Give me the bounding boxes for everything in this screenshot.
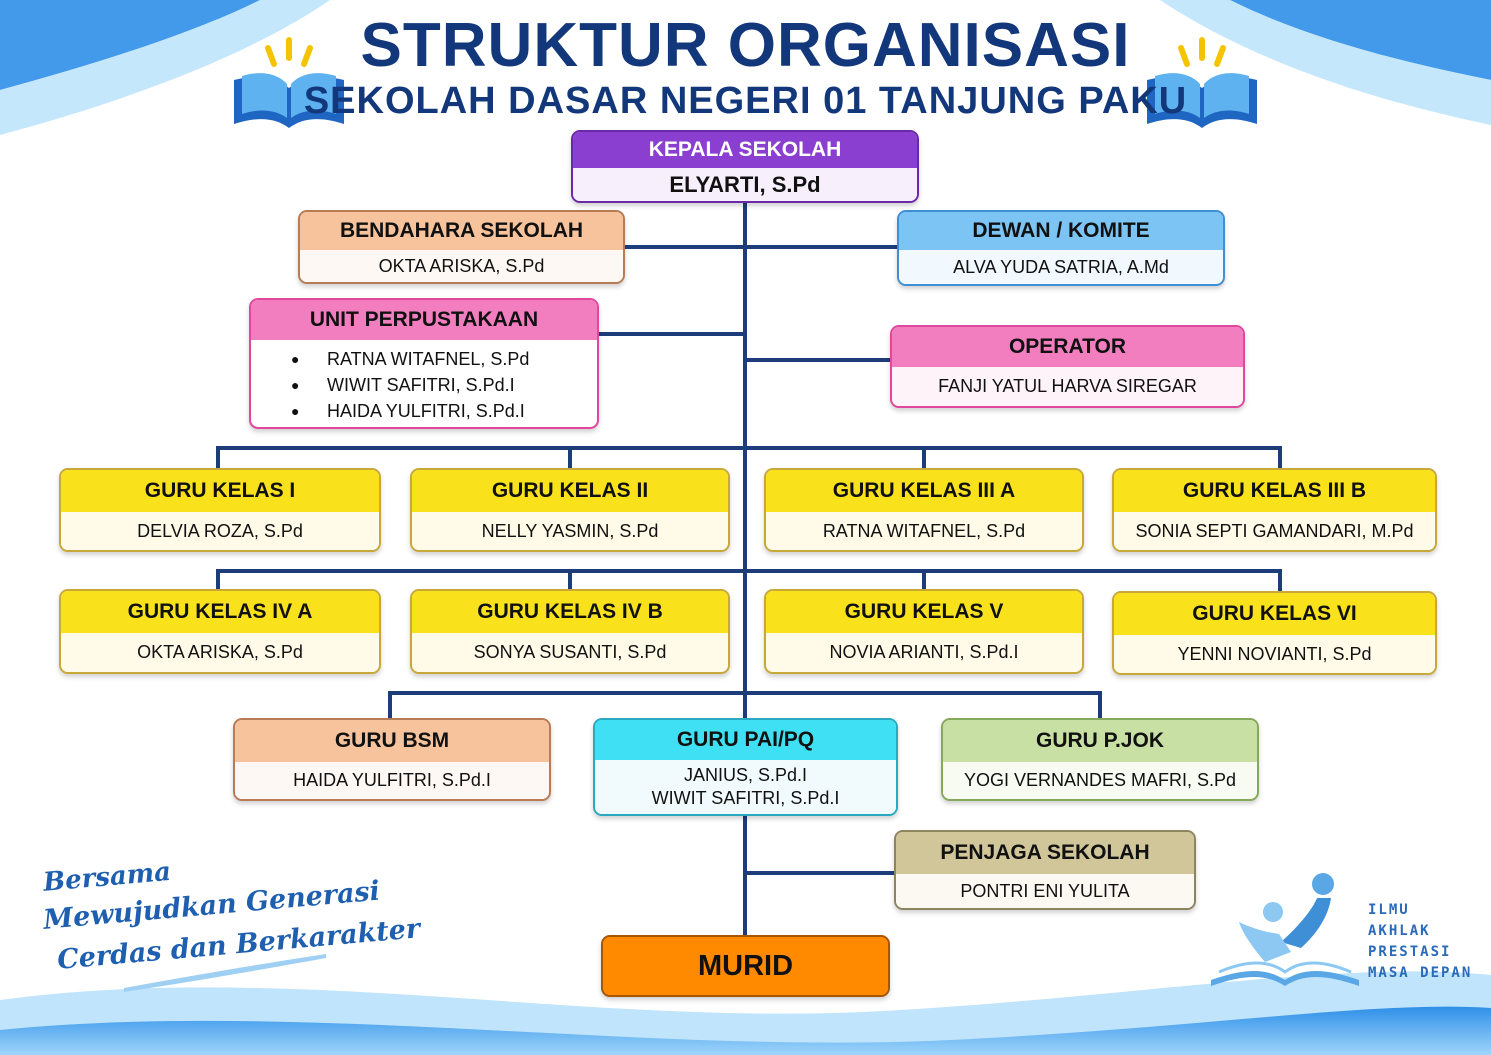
node-guru-kelas-2: GURU KELAS II NELLY YASMIN, S.Pd: [410, 468, 730, 552]
node-guru-kelas-4a: GURU KELAS IV A OKTA ARISKA, S.Pd: [59, 589, 381, 674]
open-book-icon: [1147, 37, 1257, 128]
list-item: WIWIT SAFITRI, S.Pd.I: [291, 372, 597, 398]
node-name: YOGI VERNANDES MAFRI, S.Pd: [943, 762, 1257, 799]
node-title: GURU KELAS IV B: [412, 591, 728, 633]
node-murid: MURID: [601, 935, 890, 997]
node-title: GURU PAI/PQ: [595, 720, 896, 760]
node-title: GURU KELAS V: [766, 591, 1082, 633]
node-name: RATNA WITAFNEL, S.Pd: [766, 512, 1082, 550]
node-name: NOVIA ARIANTI, S.Pd.I: [766, 633, 1082, 672]
node-guru-kelas-3b: GURU KELAS III B SONIA SEPTI GAMANDARI, …: [1112, 468, 1437, 552]
node-bendahara-sekolah: BENDAHARA SEKOLAH OKTA ARISKA, S.Pd: [298, 210, 625, 284]
node-title: GURU BSM: [235, 720, 549, 762]
node-title: KEPALA SEKOLAH: [573, 132, 917, 168]
node-title: DEWAN / KOMITE: [899, 212, 1223, 250]
node-name: JANIUS, S.Pd.I: [683, 765, 808, 785]
node-title: GURU KELAS I: [61, 470, 379, 512]
node-title: PENJAGA SEKOLAH: [896, 832, 1194, 874]
people-on-book-logo: [1211, 873, 1359, 986]
node-name: SONIA SEPTI GAMANDARI, M.Pd: [1114, 512, 1435, 550]
node-name: SONYA SUSANTI, S.Pd: [412, 633, 728, 672]
node-dewan-komite: DEWAN / KOMITE ALVA YUDA SATRIA, A.Md: [897, 210, 1225, 286]
list-item: HAIDA YULFITRI, S.Pd.I: [291, 398, 597, 424]
node-guru-kelas-3a: GURU KELAS III A RATNA WITAFNEL, S.Pd: [764, 468, 1084, 552]
node-guru-kelas-1: GURU KELAS I DELVIA ROZA, S.Pd: [59, 468, 381, 552]
logo-word: AKHLAK: [1368, 923, 1431, 939]
node-names: JANIUS, S.Pd.I WIWIT SAFITRI, S.Pd.I: [595, 760, 896, 814]
node-name: ELYARTI, S.Pd: [573, 168, 917, 201]
logo-word: PRESTASI: [1368, 944, 1452, 960]
node-title: GURU KELAS III A: [766, 470, 1082, 512]
node-name: WIWIT SAFITRI, S.Pd.I: [651, 788, 840, 808]
node-title: UNIT PERPUSTAKAAN: [251, 300, 597, 340]
node-name: DELVIA ROZA, S.Pd: [61, 512, 379, 550]
node-title: GURU KELAS II: [412, 470, 728, 512]
node-title: OPERATOR: [892, 327, 1243, 367]
node-guru-kelas-5: GURU KELAS V NOVIA ARIANTI, S.Pd.I: [764, 589, 1084, 674]
node-title: GURU KELAS III B: [1114, 470, 1435, 512]
node-title: MURID: [603, 937, 888, 995]
node-kepala-sekolah: KEPALA SEKOLAH ELYARTI, S.Pd: [571, 130, 919, 203]
node-name: ALVA YUDA SATRIA, A.Md: [899, 250, 1223, 284]
node-penjaga-sekolah: PENJAGA SEKOLAH PONTRI ENI YULITA: [894, 830, 1196, 910]
page-subtitle: SEKOLAH DASAR NEGERI 01 TANJUNG PAKU: [303, 80, 1188, 122]
node-operator: OPERATOR FANJI YATUL HARVA SIREGAR: [890, 325, 1245, 408]
node-guru-bsm: GURU BSM HAIDA YULFITRI, S.Pd.I: [233, 718, 551, 801]
node-guru-kelas-4b: GURU KELAS IV B SONYA SUSANTI, S.Pd: [410, 589, 730, 674]
node-name: OKTA ARISKA, S.Pd: [61, 633, 379, 672]
node-name: OKTA ARISKA, S.Pd: [300, 250, 623, 282]
node-title: GURU P.JOK: [943, 720, 1257, 762]
node-title: BENDAHARA SEKOLAH: [300, 212, 623, 250]
slogan-underline: [124, 954, 326, 992]
logo-text: ILMU AKHLAK PRESTASI MASA DEPAN: [1368, 900, 1472, 984]
member-list: RATNA WITAFNEL, S.Pd WIWIT SAFITRI, S.Pd…: [251, 340, 597, 424]
node-title: GURU KELAS VI: [1114, 593, 1435, 635]
node-name: YENNI NOVIANTI, S.Pd: [1114, 635, 1435, 673]
node-unit-perpustakaan: UNIT PERPUSTAKAAN RATNA WITAFNEL, S.Pd W…: [249, 298, 599, 429]
node-guru-pjok: GURU P.JOK YOGI VERNANDES MAFRI, S.Pd: [941, 718, 1259, 801]
node-name: HAIDA YULFITRI, S.Pd.I: [235, 762, 549, 799]
node-name: NELLY YASMIN, S.Pd: [412, 512, 728, 550]
list-item: RATNA WITAFNEL, S.Pd: [291, 346, 597, 372]
node-name: PONTRI ENI YULITA: [896, 874, 1194, 908]
connector-lines: [216, 202, 1282, 936]
node-guru-pai-pq: GURU PAI/PQ JANIUS, S.Pd.I WIWIT SAFITRI…: [593, 718, 898, 816]
page-title: STRUKTUR ORGANISASI: [360, 11, 1131, 80]
logo-word: ILMU: [1368, 902, 1410, 918]
node-title: GURU KELAS IV A: [61, 591, 379, 633]
logo-word: MASA DEPAN: [1368, 965, 1473, 981]
node-name: FANJI YATUL HARVA SIREGAR: [892, 367, 1243, 406]
node-guru-kelas-6: GURU KELAS VI YENNI NOVIANTI, S.Pd: [1112, 591, 1437, 675]
open-book-icon: [234, 37, 344, 128]
